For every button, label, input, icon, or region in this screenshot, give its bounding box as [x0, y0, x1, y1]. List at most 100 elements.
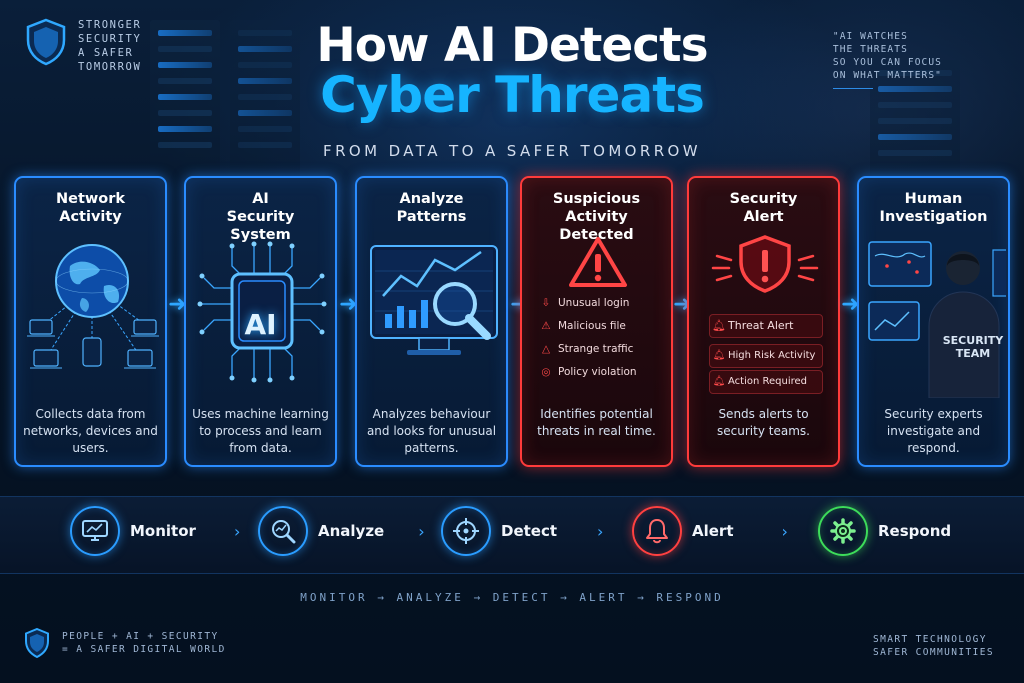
footer-left-text: PEOPLE + AI + SECURITY = A SAFER DIGITAL… — [62, 630, 226, 656]
card-description: Sends alerts to security teams. — [717, 407, 810, 438]
security-team-badge: SECURITY TEAM — [942, 334, 1004, 360]
card-human-investigation: Human Investigation SECURITY TEAM Securi… — [857, 176, 1010, 467]
target-icon — [453, 518, 479, 544]
step-icon-circle — [818, 506, 868, 556]
flow-arrow-icon: ➜ — [673, 292, 692, 317]
quote-block: "AI WATCHES THE THREATS SO YOU CAN FOCUS… — [832, 30, 942, 89]
footer-line: SAFER COMMUNITIES — [872, 647, 994, 658]
list-item: ⚠ Malicious file — [540, 319, 637, 333]
step-respond: Respond — [818, 506, 951, 556]
footer-line: = A SAFER DIGITAL WORLD — [62, 644, 226, 655]
footer-right: SMART TECHNOLOGY SAFER COMMUNITIES — [873, 633, 994, 659]
tagline-line: TOMORROW — [78, 61, 142, 73]
step-label: Monitor — [130, 522, 196, 540]
bell-icon: 🔔︎ — [712, 376, 726, 387]
step-icon-circle — [441, 506, 491, 556]
ai-chip-icon — [197, 241, 327, 383]
list-item-label: Unusual login — [558, 297, 630, 309]
footer-left: PEOPLE + AI + SECURITY = A SAFER DIGITAL… — [24, 628, 226, 658]
shield-logo-icon — [26, 18, 66, 66]
card-ai-security-system: AI Security System AI Uses machine learn… — [184, 176, 337, 467]
tagline-line: STRONGER — [78, 19, 142, 31]
brand-tagline: STRONGER SECURITY A SAFER TOMORROW — [78, 18, 141, 74]
chevron-right-icon: › — [418, 521, 425, 541]
flow-caption: MONITOR → ANALYZE → DETECT → ALERT → RES… — [300, 591, 724, 604]
alert-label: Threat Alert — [728, 319, 794, 332]
security-analyst-icon — [868, 241, 1006, 398]
tagline-line: A SAFER — [78, 47, 134, 59]
card-title: AI Security System — [226, 191, 295, 243]
quote-line: ON WHAT MATTERS" — [832, 70, 942, 81]
card-title: Analyze Patterns — [396, 191, 467, 225]
step-icon-circle — [70, 506, 120, 556]
chevron-right-icon: › — [233, 521, 241, 541]
globe-network-icon — [27, 244, 159, 369]
card-title: Suspicious Activity Detected — [552, 191, 641, 243]
brand-block: STRONGER SECURITY A SAFER TOMORROW — [24, 18, 141, 74]
bell-icon: 🔔︎ — [712, 350, 726, 361]
alert-row: 🔔︎High Risk Activity — [709, 344, 823, 368]
card-description: Analyzes behaviour and looks for unusual… — [366, 407, 497, 455]
card-description: Uses machine learning to process and lea… — [192, 407, 329, 455]
analyze-icon — [272, 520, 296, 544]
list-item-label: Strange traffic — [558, 343, 634, 355]
chevron-right-icon: › — [597, 521, 604, 541]
step-label: Detect — [501, 522, 558, 540]
card-network-activity: Network Activity Collects data from netw… — [14, 176, 167, 467]
chevron-right-icon: › — [781, 521, 788, 541]
warning-triangle-icon — [569, 237, 627, 287]
card-analyze-patterns: Analyze Patterns Analyzes behaviour and … — [355, 176, 508, 467]
step-label: Analyze — [318, 522, 385, 540]
suspicious-items-list: ⇩Unusual login ⚠ Malicious file △ Strange … — [540, 296, 637, 388]
alert-shield-icon — [711, 235, 819, 293]
file-icon: ⚠ — [541, 320, 551, 332]
card-title: Security Alert — [729, 191, 798, 225]
card-description: Identifies potential threats in real tim… — [537, 407, 656, 438]
card-suspicious-activity: Suspicious Activity Detected ⇩Unusual lo… — [520, 176, 673, 467]
card-title: Network Activity — [55, 191, 126, 225]
shield-logo-icon — [25, 628, 49, 658]
bell-icon: 🔔︎ — [712, 319, 726, 332]
quote-line: THE THREATS — [832, 44, 908, 55]
step-label: Respond — [878, 522, 952, 540]
quote-line: SO YOU CAN FOCUS — [832, 57, 942, 68]
step-alert: Alert › — [632, 506, 788, 556]
page-subtitle: FROM DATA TO A SAFER TOMORROW — [323, 142, 701, 160]
traffic-icon: △ — [541, 343, 551, 355]
quote-divider — [832, 88, 873, 89]
alert-row: 🔔︎Action Required — [709, 370, 823, 394]
page-title-line1: How AI Detects — [316, 18, 708, 73]
list-item: ◎ Policy violation — [540, 365, 637, 379]
card-description: Collects data from networks, devices and… — [23, 407, 158, 455]
card-description: Security experts investigate and respond… — [884, 407, 983, 455]
server-rack-decoration — [230, 20, 300, 180]
alert-label: Action Required — [728, 376, 808, 387]
flow-arrow-icon: ➜ — [339, 292, 358, 317]
analytics-monitor-icon — [370, 245, 498, 355]
step-analyze: Analyze › — [258, 506, 425, 556]
alert-label: High Risk Activity — [728, 350, 816, 361]
policy-icon: ◎ — [541, 366, 551, 378]
step-icon-circle — [632, 506, 682, 556]
list-item: △ Strange traffic — [540, 342, 637, 356]
alert-row: 🔔︎Threat Alert — [709, 314, 823, 338]
list-item: ⇩Unusual login — [540, 296, 637, 310]
step-monitor: Monitor › — [70, 506, 240, 556]
page-title-line2: Cyber Threats — [320, 66, 705, 124]
list-item-label: Malicious file — [558, 320, 626, 332]
list-item-label: Policy violation — [558, 366, 637, 378]
ai-chip-label: AI — [244, 308, 277, 341]
card-title: Human Investigation — [879, 191, 988, 225]
gear-icon — [830, 518, 856, 544]
server-rack-decoration — [150, 20, 220, 180]
flow-arrow-icon: ➜ — [841, 292, 860, 317]
card-security-alert: Security Alert 🔔︎Threat Alert 🔔︎High Ris… — [687, 176, 840, 467]
monitor-icon — [82, 520, 108, 541]
bell-icon — [646, 519, 668, 544]
footer-line: SMART TECHNOLOGY — [872, 634, 987, 645]
step-icon-circle — [258, 506, 308, 556]
footer-line: PEOPLE + AI + SECURITY — [62, 631, 219, 642]
flow-arrow-icon: ➜ — [168, 292, 187, 317]
step-label: Alert — [692, 522, 734, 540]
